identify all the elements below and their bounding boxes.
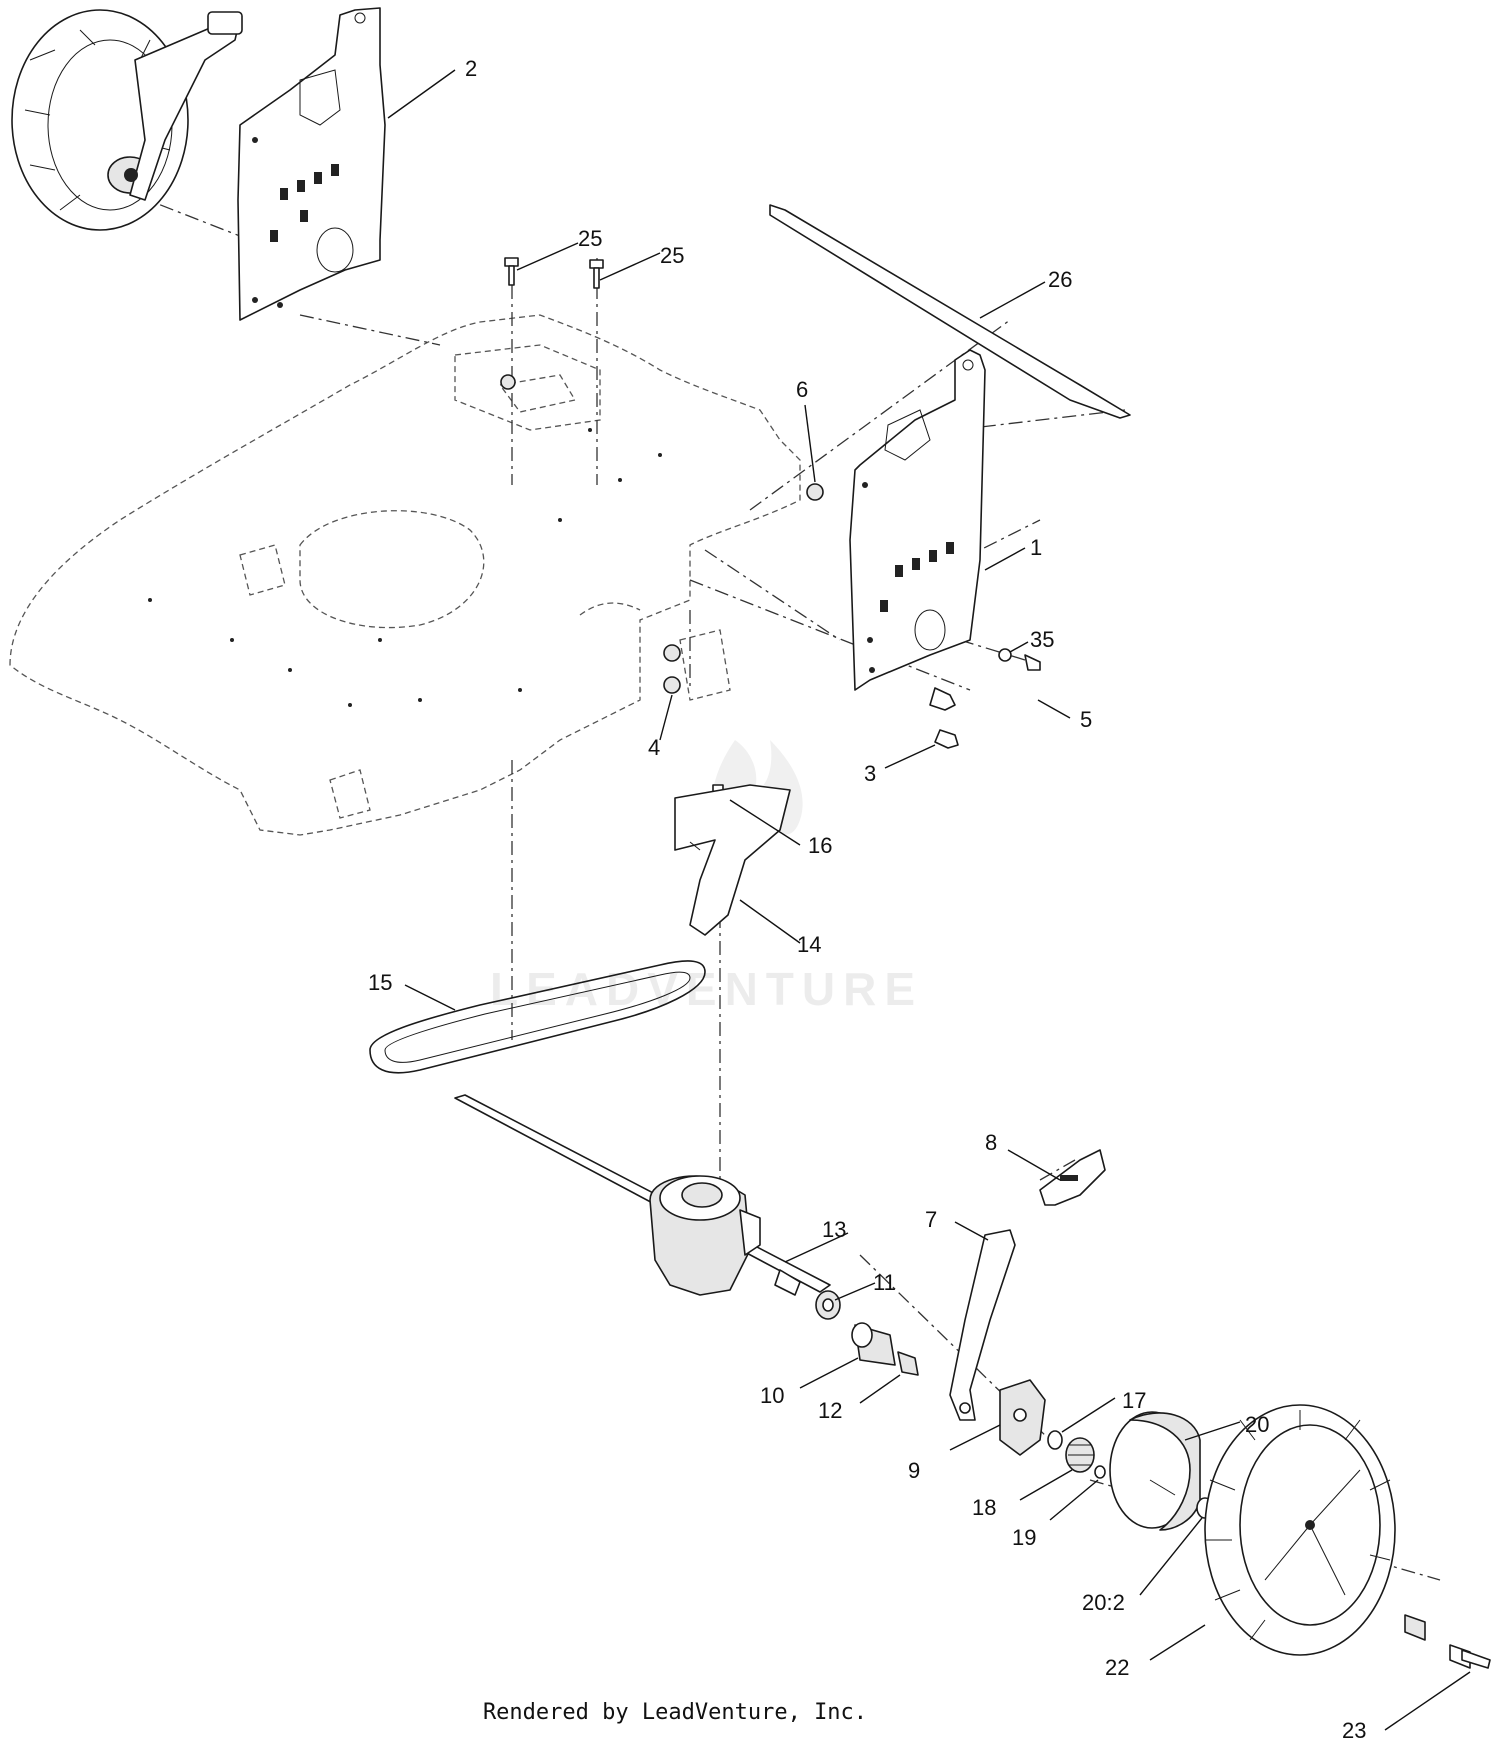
part-20-gear-cover <box>1109 1411 1214 1531</box>
part-9-pawl-plate <box>999 1379 1046 1456</box>
callout-35: 35 <box>1030 627 1054 652</box>
callout-13: 13 <box>822 1217 846 1242</box>
watermark-text: LEADVENTURE <box>490 963 923 1015</box>
callout-25-a: 25 <box>578 226 602 251</box>
callout-3: 3 <box>864 761 876 786</box>
hardware-nuts-bolts <box>663 483 1041 749</box>
left-wheel-assembly <box>11 9 243 231</box>
part-25-bolts <box>500 257 604 390</box>
callout-23: 23 <box>1342 1718 1366 1743</box>
footer-credit: Rendered by LeadVenture, Inc. <box>0 1700 1500 1725</box>
mower-deck-outline <box>9 314 801 836</box>
part-23-wheel-bolt <box>1404 1614 1491 1669</box>
callout-8: 8 <box>985 1130 997 1155</box>
callout-9: 9 <box>908 1458 920 1483</box>
part-14-belt-guard <box>674 784 791 936</box>
callout-26: 26 <box>1048 267 1072 292</box>
callout-12: 12 <box>818 1398 842 1423</box>
callout-5: 5 <box>1080 707 1092 732</box>
parts-17-18-19 <box>1047 1430 1106 1479</box>
callout-11: 11 <box>873 1270 896 1295</box>
callout-16: 16 <box>808 833 832 858</box>
callout-19: 19 <box>1012 1525 1036 1550</box>
callout-20: 20 <box>1245 1412 1269 1437</box>
part-7-lever <box>949 1229 1016 1421</box>
part-2-height-bracket-left <box>237 7 386 321</box>
callout-25-b: 25 <box>660 243 684 268</box>
callout-4: 4 <box>648 735 660 760</box>
part-8-lever-handle <box>1039 1149 1106 1206</box>
parts-10-11-12 <box>815 1290 919 1376</box>
callout-2: 2 <box>465 56 477 81</box>
callout-10: 10 <box>760 1383 784 1408</box>
callout-17: 17 <box>1122 1388 1146 1413</box>
part-1-height-bracket-right <box>849 349 986 691</box>
watermark: LEADVENTURE <box>490 740 923 1015</box>
callout-20-2: 20:2 <box>1082 1590 1125 1615</box>
callout-7: 7 <box>925 1207 937 1232</box>
part-22-wheel <box>1204 1404 1396 1656</box>
footer-credit-text: Rendered by LeadVenture, Inc. <box>482 1700 868 1725</box>
leader-lines <box>387 69 1471 1731</box>
height-notch-slots-right <box>880 542 954 612</box>
callout-14: 14 <box>797 932 821 957</box>
callout-1: 1 <box>1030 535 1042 560</box>
callout-6: 6 <box>796 377 808 402</box>
callout-15: 15 <box>368 970 392 995</box>
callout-18: 18 <box>972 1495 996 1520</box>
callout-labels: 2 25 25 26 6 1 35 5 4 3 16 14 15 8 7 13 … <box>368 56 1366 1743</box>
callout-22: 22 <box>1105 1655 1129 1680</box>
height-notch-slots-left <box>270 164 339 242</box>
part-26-rod <box>769 204 1131 419</box>
part-13-axle-transmission <box>454 1094 831 1296</box>
part-15-drive-belt <box>369 960 706 1074</box>
assembly-centerlines <box>134 194 1441 1581</box>
